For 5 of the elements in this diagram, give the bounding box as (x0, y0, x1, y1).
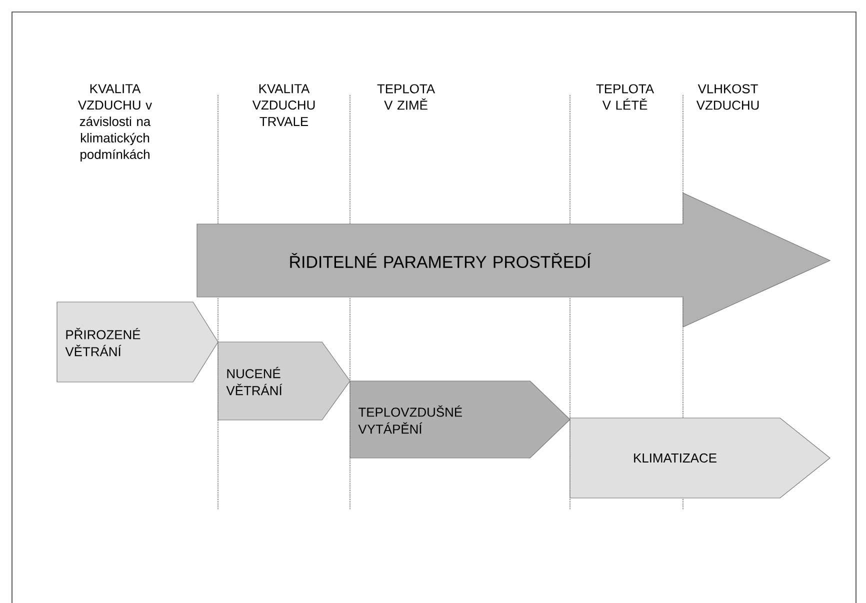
column-heading: KVALITA VZDUCHU v závislosti na klimatických podmínkách (78, 84, 152, 162)
column-heading: KVALITA VZDUCHU TRVALE (252, 84, 315, 126)
column-heading: VLHKOST VZDUCHU (696, 84, 759, 110)
column-heading: TEPLOTA V ZIMĚ (377, 84, 435, 110)
column-heading: TEPLOTA V LÉTĚ (596, 84, 654, 110)
